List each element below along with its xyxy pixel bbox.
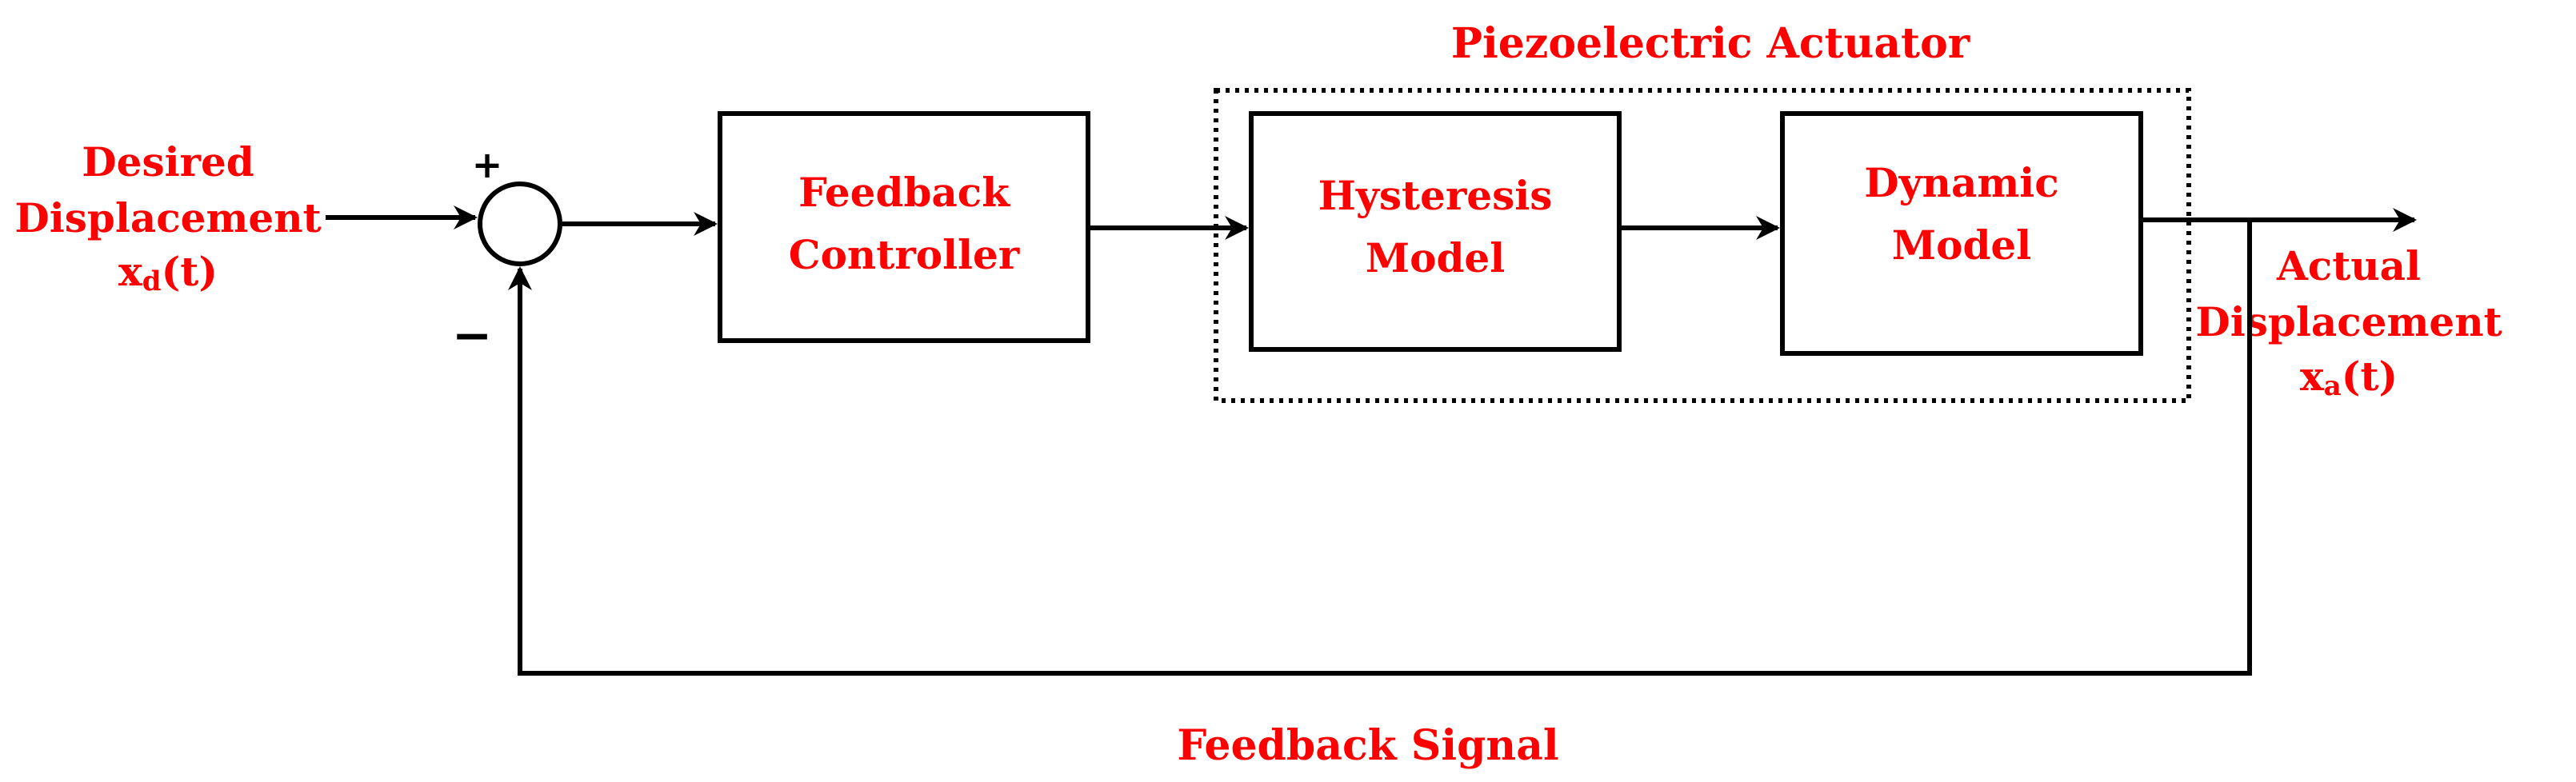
output-symbol-subscript: a xyxy=(2324,370,2342,402)
piezoelectric-actuator-label: Piezoelectric Actuator xyxy=(1451,19,1970,68)
summing-junction xyxy=(478,182,562,266)
output-label-line1: Actual xyxy=(2276,242,2421,289)
hysteresis-model-line2: Model xyxy=(1366,234,1505,281)
output-symbol-base: x xyxy=(2300,353,2325,400)
input-label-line1: Desired xyxy=(82,138,254,186)
output-symbol-arg: (t) xyxy=(2342,353,2398,400)
piezoelectric-actuator-group xyxy=(1214,88,2191,403)
input-symbol-base: x xyxy=(118,248,143,295)
input-label-line2: Displacement xyxy=(14,194,321,241)
output-label: Actual Displacement xa(t) xyxy=(2195,242,2502,402)
feedback-controller-line1: Feedback xyxy=(798,169,1010,216)
input-symbol-arg: (t) xyxy=(162,248,218,295)
input-label: Desired Displacement xd(t) xyxy=(14,138,321,297)
hysteresis-model-line1: Hysteresis xyxy=(1318,172,1553,219)
hysteresis-model-block xyxy=(1249,111,1622,352)
output-label-line2: Displacement xyxy=(2195,298,2502,345)
feedback-controller-line2: Controller xyxy=(789,231,1020,278)
summing-plus-sign: + xyxy=(472,143,503,186)
feedback-controller-block xyxy=(718,111,1090,343)
feedback-path xyxy=(508,220,2252,676)
feedback-signal-label: Feedback Signal xyxy=(1177,721,1558,770)
dynamic-model-line2: Model xyxy=(1892,221,2031,269)
summing-minus-sign: − xyxy=(452,308,492,364)
dynamic-model-line1: Dynamic xyxy=(1864,159,2059,206)
output-symbol: xa(t) xyxy=(2300,353,2398,402)
dynamic-model-block xyxy=(1780,111,2143,356)
input-symbol-subscript: d xyxy=(142,265,162,297)
input-symbol: xd(t) xyxy=(118,248,218,297)
